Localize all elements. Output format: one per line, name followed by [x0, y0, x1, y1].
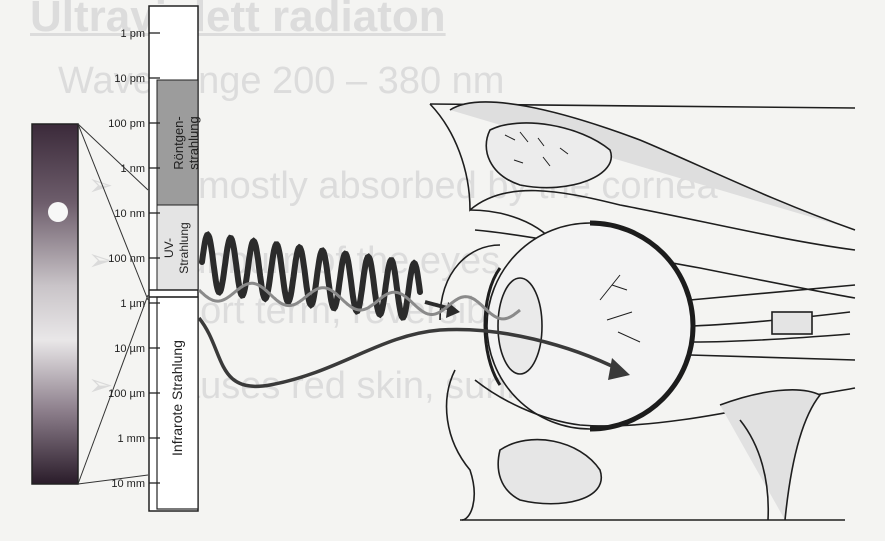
ir-label: Infrarote Strahlung: [169, 340, 185, 456]
scale-tick-label: 1 µm: [120, 298, 145, 310]
scale-tick-label: 10 pm: [114, 73, 145, 85]
xray-label-line2: strahlung: [186, 116, 201, 169]
scale-tick-label: 10 mm: [111, 478, 145, 490]
scale-tick-label: 1 nm: [121, 163, 145, 175]
uv-label-line2: Strahlung: [177, 222, 191, 273]
scale-tick-label: 10 µm: [114, 343, 145, 355]
wavelength-scale: 1 pm 10 pm 100 pm 1 nm 10 nm 100 nm 1 µm 10 µm 1…: [108, 6, 201, 511]
sun-icon: [48, 202, 68, 222]
scale-tick-label: 1 pm: [121, 28, 145, 40]
scale-tick-label: 100 µm: [108, 388, 145, 400]
uv-label-line1: UV-: [162, 238, 176, 258]
xray-wave: [202, 235, 460, 318]
scale-tick-label: 100 pm: [108, 118, 145, 130]
scale-tick-labels: 1 pm 10 pm 100 pm 1 nm 10 nm 100 nm 1 µm 10 µm 1…: [108, 28, 145, 490]
eye-anatomy: [430, 102, 855, 520]
scale-tick-label: 1 mm: [118, 433, 146, 445]
scale-tick-label: 100 nm: [108, 253, 145, 265]
xray-label-line1: Röntgen-: [171, 116, 186, 169]
scale-tick-label: 10 nm: [114, 208, 145, 220]
